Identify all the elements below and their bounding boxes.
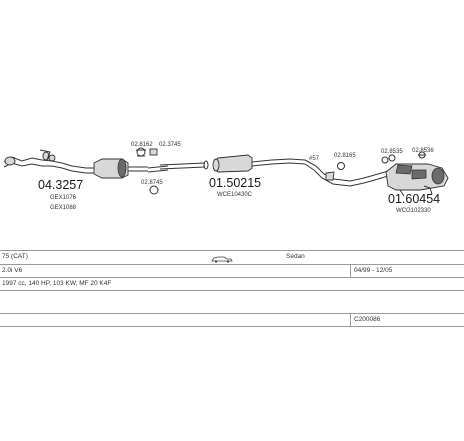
- date-range: 04/99 - 12/05: [354, 267, 393, 274]
- table-border: [0, 250, 464, 251]
- middle-box-number: 01.50215: [209, 176, 261, 190]
- engine: 2.0i V6: [2, 267, 23, 274]
- front-pipe-part: [3, 149, 96, 174]
- middle-pipe-part: [159, 154, 306, 173]
- rear-silencer-part: [385, 163, 449, 197]
- clamp-b-number: 02.3745: [159, 142, 181, 148]
- clamp-group-front: [136, 147, 169, 195]
- middle-box-ref: WCE10430C: [217, 192, 253, 198]
- clamp-f-number: 02.8536: [412, 148, 434, 154]
- clamp-group-rear: [337, 151, 426, 170]
- table-border: [0, 264, 464, 265]
- clamp-e-number: 02.8535: [381, 149, 403, 155]
- body-type: Sedan: [286, 253, 305, 260]
- catalyst-part: [93, 158, 148, 179]
- front-pipe-ref-2: GEX1088: [50, 205, 77, 211]
- engine-specs: 1997 cc, 140 HP, 103 KW, MF 20 K4F: [2, 280, 112, 287]
- table-border: [0, 277, 464, 278]
- table-divider: [350, 313, 351, 326]
- label-57: #57: [309, 156, 320, 162]
- table-border: [0, 326, 464, 327]
- clamp-a-number: 02.8162: [131, 142, 153, 148]
- model-name: 75 (CAT): [2, 253, 28, 260]
- catalog-code: C200086: [354, 316, 381, 323]
- sedan-car-icon: [211, 256, 233, 263]
- table-border: [0, 290, 464, 291]
- table-border: [0, 313, 464, 314]
- exhaust-system-drawing: 04.3257 GEX1076 GEX1088 02.8162 02.3745 …: [3, 142, 449, 214]
- front-pipe-ref-1: GEX1076: [50, 195, 77, 201]
- clamp-d-number: 02.8165: [334, 153, 356, 159]
- table-divider: [350, 264, 351, 277]
- clamp-c-number: 02.8745: [141, 180, 163, 186]
- rear-pipe-part: [304, 159, 389, 187]
- rear-box-number: 01.60454: [388, 192, 440, 206]
- rear-box-ref: WCG102330: [396, 208, 431, 214]
- front-pipe-number: 04.3257: [38, 178, 83, 192]
